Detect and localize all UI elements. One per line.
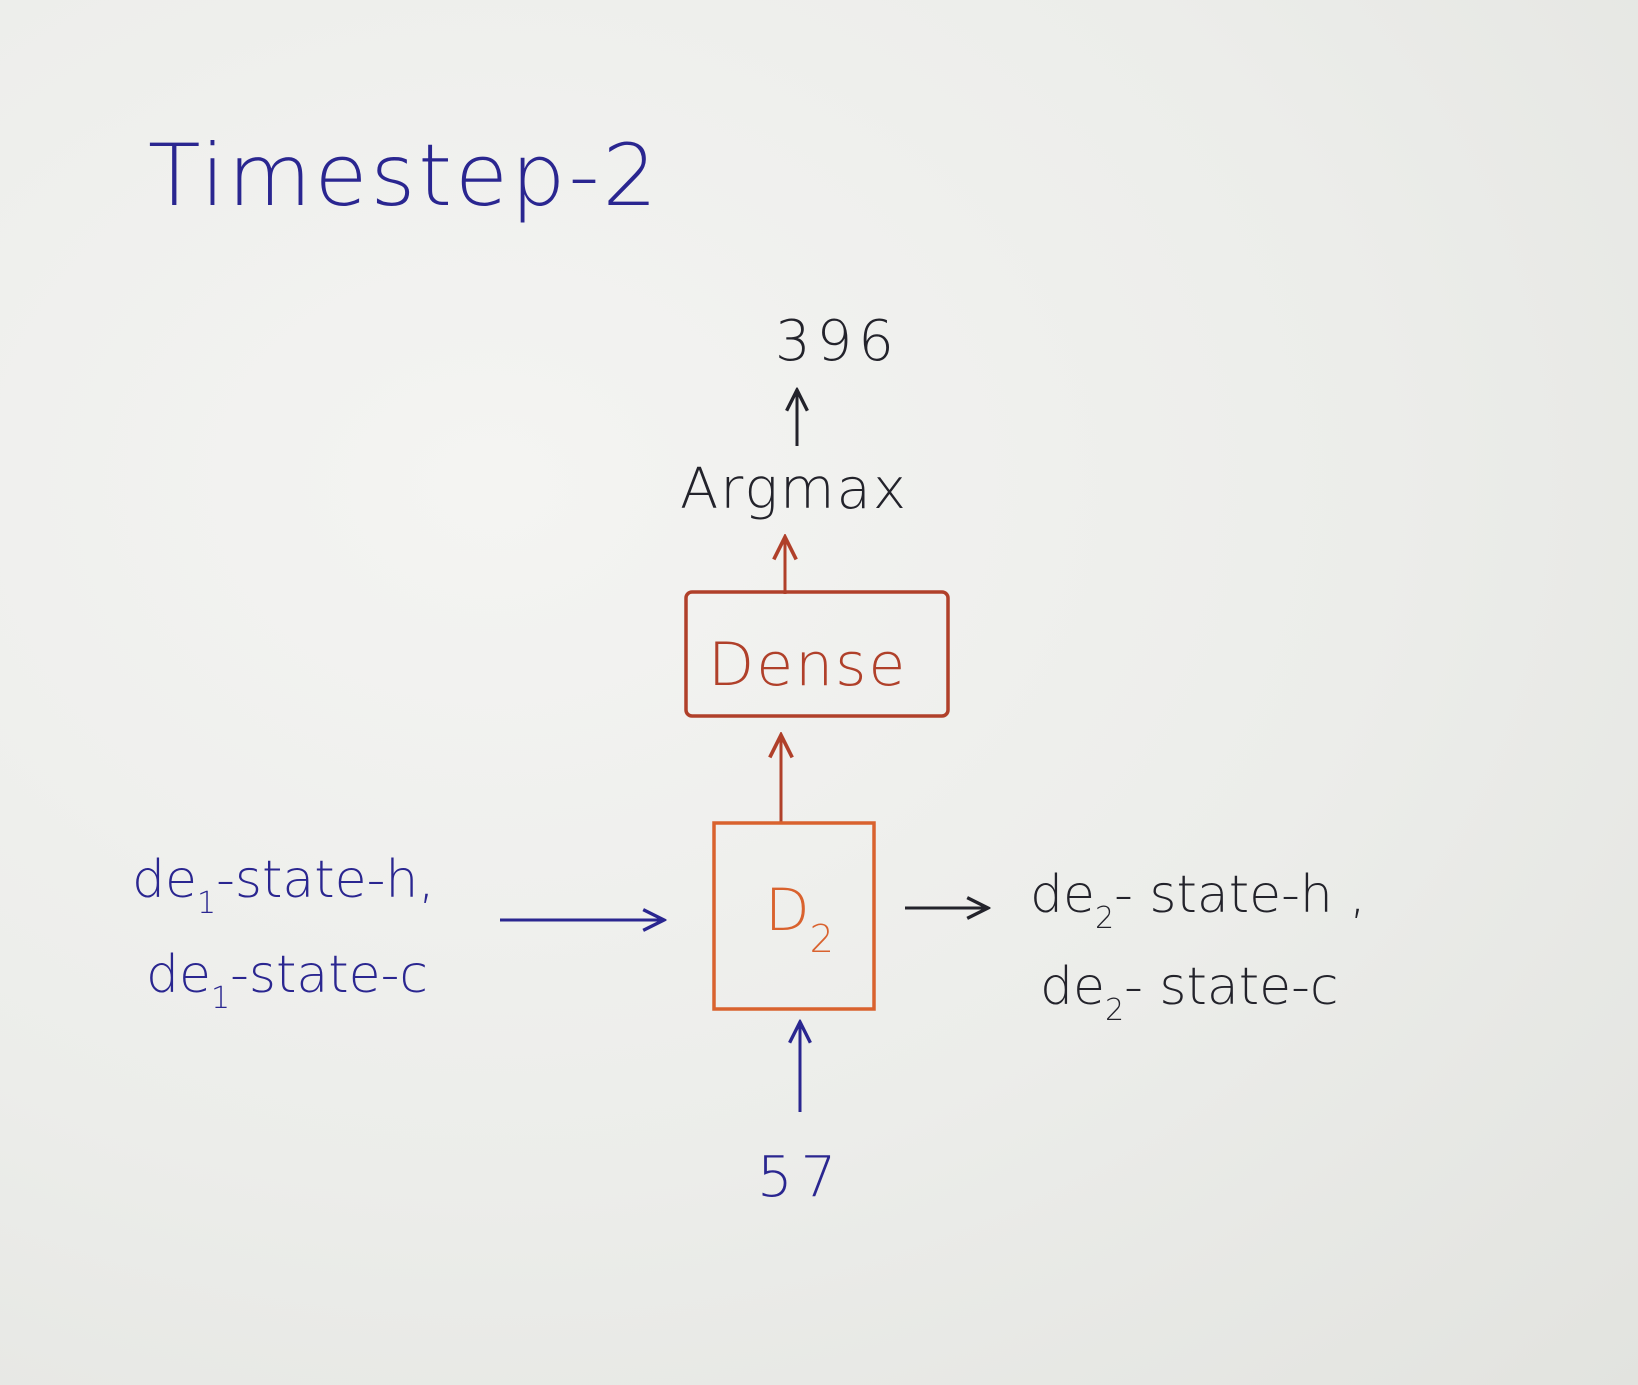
decoder-cell-letter: D — [765, 876, 810, 944]
left-state-h-sub: 1 — [197, 886, 216, 921]
decoder-cell-box — [712, 821, 876, 1011]
input-value: 57 — [757, 1145, 844, 1210]
right-state-h-suffix: - state-h , — [1114, 865, 1366, 925]
left-state-h-suffix: -state-h, — [216, 850, 435, 910]
right-state-c-label: de2- state-c — [1040, 957, 1338, 1028]
left-state-h-label: de1-state-h, — [132, 850, 435, 921]
right-state-h-prefix: de — [1030, 865, 1095, 925]
argmax-label: Argmax — [680, 457, 908, 522]
left-state-h-prefix: de — [132, 850, 197, 910]
dense-layer-box — [684, 590, 950, 718]
left-state-c-suffix: -state-c — [230, 945, 428, 1005]
right-state-c-prefix: de — [1040, 957, 1105, 1017]
right-state-h-label: de2- state-h , — [1030, 865, 1366, 936]
output-value: 396 — [775, 309, 900, 374]
right-state-h-sub: 2 — [1095, 901, 1114, 936]
right-state-c-sub: 2 — [1105, 993, 1124, 1028]
diagram-title: Timestep-2 — [148, 126, 660, 226]
left-state-c-sub: 1 — [211, 981, 230, 1016]
left-state-c-prefix: de — [146, 945, 211, 1005]
decoder-cell-label: D2 — [765, 876, 834, 961]
dense-label: Dense — [708, 630, 907, 700]
decoder-cell-subscript: 2 — [810, 917, 834, 961]
left-state-c-label: de1-state-c — [146, 945, 428, 1016]
right-state-c-suffix: - state-c — [1124, 957, 1338, 1017]
